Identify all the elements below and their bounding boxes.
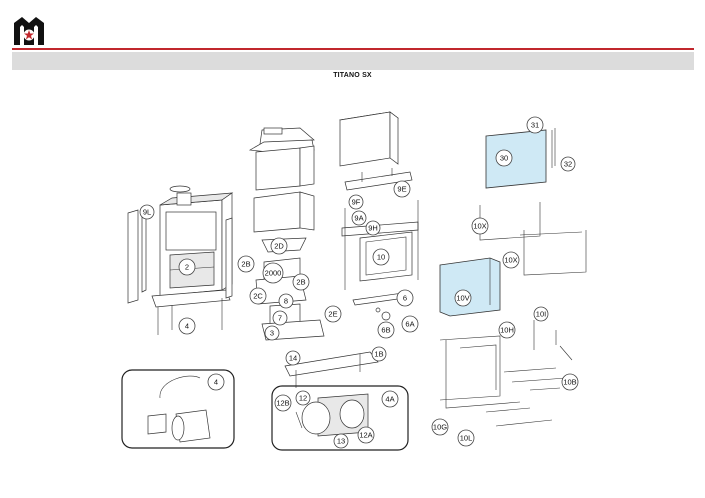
svg-text:6: 6 bbox=[403, 294, 407, 303]
title-bar bbox=[12, 52, 694, 70]
callout-10X-a: 10X bbox=[471, 217, 489, 235]
callout-10L: 10L bbox=[457, 429, 475, 447]
svg-text:10X: 10X bbox=[473, 222, 486, 231]
callout-10H: 10H bbox=[498, 321, 516, 339]
stove-body bbox=[127, 185, 234, 335]
callout-6: 6 bbox=[396, 289, 414, 307]
callout-9E: 9E bbox=[393, 180, 411, 198]
callout-9L: 9L bbox=[139, 204, 155, 220]
star-icon bbox=[23, 29, 35, 41]
svg-text:10B: 10B bbox=[563, 378, 576, 387]
svg-text:9L: 9L bbox=[143, 208, 151, 217]
svg-text:2E: 2E bbox=[328, 310, 337, 319]
page-title: TITANO SX bbox=[333, 72, 372, 79]
callout-32: 32 bbox=[560, 156, 576, 172]
svg-text:4A: 4A bbox=[385, 395, 394, 404]
callout-12A: 12A bbox=[357, 426, 375, 444]
svg-text:8: 8 bbox=[284, 297, 288, 306]
svg-text:13: 13 bbox=[337, 437, 345, 446]
svg-text:9A: 9A bbox=[354, 214, 363, 223]
glass-and-frames bbox=[439, 128, 587, 427]
callout-3: 3 bbox=[264, 325, 280, 341]
callout-10B: 10B bbox=[561, 373, 579, 391]
callout-9H: 9H bbox=[365, 220, 381, 236]
svg-text:2000: 2000 bbox=[265, 269, 282, 278]
svg-text:12A: 12A bbox=[359, 431, 372, 440]
callout-4-box: 4 bbox=[207, 373, 225, 391]
callout-9F: 9F bbox=[348, 194, 364, 210]
svg-text:6A: 6A bbox=[405, 320, 414, 329]
svg-text:31: 31 bbox=[531, 121, 539, 130]
svg-text:6B: 6B bbox=[381, 326, 390, 335]
callout-30: 30 bbox=[495, 149, 513, 167]
callout-2: 2 bbox=[178, 258, 196, 276]
svg-text:4: 4 bbox=[214, 378, 218, 387]
svg-text:10L: 10L bbox=[460, 434, 473, 443]
svg-text:2B: 2B bbox=[296, 278, 305, 287]
svg-text:10I: 10I bbox=[536, 310, 546, 319]
callout-6B: 6B bbox=[377, 321, 395, 339]
svg-text:12B: 12B bbox=[276, 399, 289, 408]
svg-text:10G: 10G bbox=[433, 423, 447, 432]
svg-text:3: 3 bbox=[270, 329, 274, 338]
callout-10X-b: 10X bbox=[502, 251, 520, 269]
svg-text:1B: 1B bbox=[374, 350, 383, 359]
callout-10I: 10I bbox=[533, 306, 549, 322]
header bbox=[0, 0, 705, 48]
svg-text:10X: 10X bbox=[504, 256, 517, 265]
svg-text:10V: 10V bbox=[456, 294, 469, 303]
svg-text:32: 32 bbox=[564, 160, 572, 169]
svg-text:7: 7 bbox=[278, 314, 282, 323]
svg-text:30: 30 bbox=[500, 154, 508, 163]
callout-12B: 12B bbox=[274, 394, 292, 412]
callout-10: 10 bbox=[372, 248, 390, 266]
callout-2B-right: 2B bbox=[292, 273, 310, 291]
callout-9A: 9A bbox=[351, 210, 367, 226]
svg-text:9H: 9H bbox=[368, 224, 378, 233]
callout-7: 7 bbox=[272, 310, 288, 326]
callout-1B: 1B bbox=[371, 346, 387, 362]
callout-10V: 10V bbox=[454, 289, 472, 307]
svg-text:12: 12 bbox=[299, 394, 307, 403]
svg-text:2B: 2B bbox=[241, 260, 250, 269]
callout-4-main: 4 bbox=[178, 317, 196, 335]
callout-8: 8 bbox=[278, 293, 294, 309]
svg-text:9E: 9E bbox=[397, 185, 406, 194]
callout-6A: 6A bbox=[401, 315, 419, 333]
callout-2E: 2E bbox=[324, 305, 342, 323]
callout-14: 14 bbox=[285, 350, 301, 366]
callout-31: 31 bbox=[526, 116, 544, 134]
callout-10G: 10G bbox=[431, 418, 449, 436]
fan-assembly bbox=[271, 351, 409, 451]
header-divider bbox=[12, 48, 694, 50]
svg-text:2C: 2C bbox=[253, 292, 263, 301]
callout-2000: 2000 bbox=[262, 262, 284, 284]
svg-text:9F: 9F bbox=[352, 198, 361, 207]
callout-13: 13 bbox=[333, 433, 349, 449]
callout-4A: 4A bbox=[381, 390, 399, 408]
svg-text:4: 4 bbox=[185, 322, 189, 331]
svg-text:2: 2 bbox=[185, 263, 189, 272]
door-assembly bbox=[339, 111, 419, 321]
svg-text:10: 10 bbox=[377, 253, 385, 262]
callout-12: 12 bbox=[295, 390, 311, 406]
inset-air-kit bbox=[121, 369, 235, 449]
svg-text:14: 14 bbox=[289, 354, 297, 363]
svg-text:10H: 10H bbox=[500, 326, 514, 335]
callouts: 31 32 30 9E 9F 9A 9H 10 9L 2 2D 2B 2000 … bbox=[139, 116, 579, 449]
brand-logo-icon bbox=[14, 17, 44, 45]
callout-2D: 2D bbox=[270, 237, 288, 255]
svg-text:2D: 2D bbox=[274, 242, 284, 251]
callout-2B-left: 2B bbox=[237, 255, 255, 273]
callout-2C: 2C bbox=[249, 287, 267, 305]
